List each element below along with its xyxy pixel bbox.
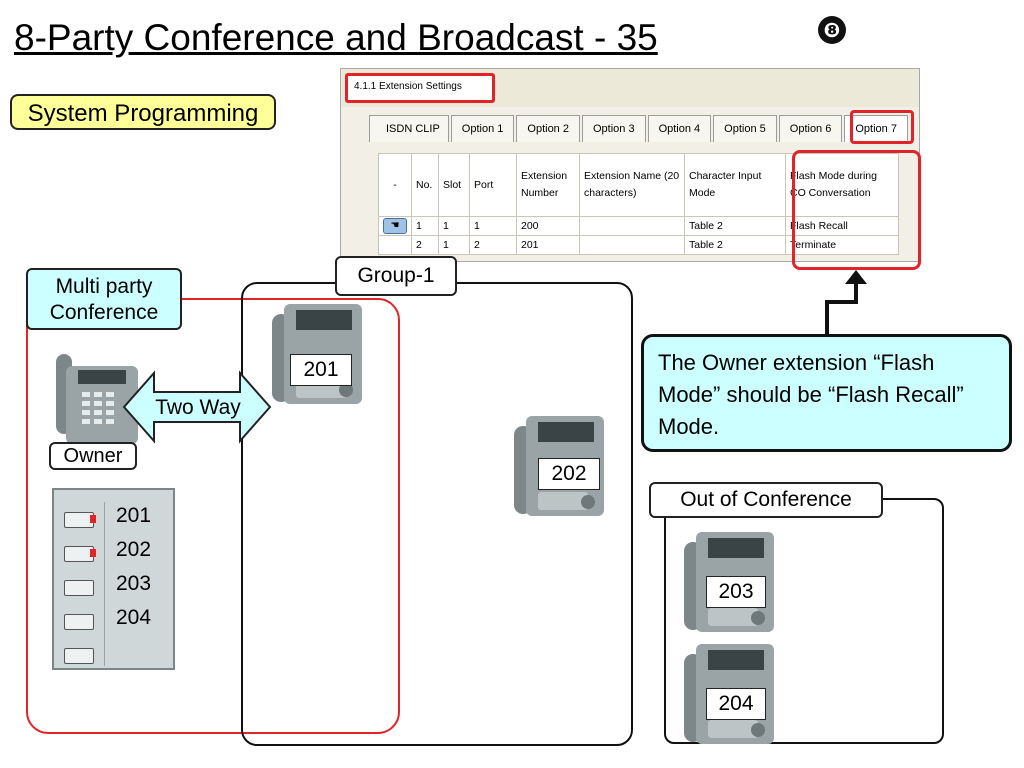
column-header-port[interactable]: Port bbox=[469, 153, 517, 217]
key-label-strip bbox=[104, 502, 171, 666]
key-button[interactable] bbox=[64, 580, 94, 596]
cell-port: 2 bbox=[469, 235, 517, 255]
tab-isdn-clip[interactable]: ISDN CLIP bbox=[369, 115, 449, 142]
key-button[interactable] bbox=[64, 648, 94, 664]
column-header-select[interactable]: - bbox=[378, 153, 412, 217]
key-led-red bbox=[90, 515, 96, 523]
table-header-row: - No. Slot Port Extension Number Extensi… bbox=[378, 153, 899, 217]
column-header-slot[interactable]: Slot bbox=[438, 153, 470, 217]
cell-no: 1 bbox=[411, 216, 439, 236]
row-select-cell[interactable] bbox=[378, 235, 412, 255]
multi-party-conference-label: Multi party Conference bbox=[26, 268, 182, 330]
phone-203-label: 203 bbox=[706, 576, 766, 608]
tab-option-4[interactable]: Option 4 bbox=[647, 115, 712, 142]
column-header-character-input-mode[interactable]: Character Input Mode bbox=[684, 153, 786, 217]
cell-extension-number[interactable]: 200 bbox=[516, 216, 580, 236]
two-way-label: Two Way bbox=[155, 396, 241, 419]
column-header-no[interactable]: No. bbox=[411, 153, 439, 217]
system-programming-label: System Programming bbox=[10, 94, 276, 130]
extension-settings-screenshot: 4.1.1 Extension Settings ISDN CLIP Optio… bbox=[340, 68, 920, 262]
key-label: 202 bbox=[116, 538, 152, 561]
cell-slot: 1 bbox=[438, 235, 470, 255]
owner-label: Owner bbox=[49, 442, 137, 470]
phone-201-label: 201 bbox=[290, 354, 352, 386]
phone-202-label: 202 bbox=[538, 458, 600, 490]
key-label: 204 bbox=[116, 606, 152, 629]
step-badge: ❽ bbox=[818, 16, 846, 44]
key-label: 201 bbox=[116, 504, 152, 527]
out-of-conference-label: Out of Conference bbox=[649, 482, 883, 518]
key-label: 203 bbox=[116, 572, 152, 595]
cell-flash-mode[interactable]: Flash Recall bbox=[785, 216, 899, 236]
flash-mode-callout: The Owner extension “Flash Mode” should … bbox=[641, 334, 1012, 452]
group-1-label: Group-1 bbox=[335, 256, 457, 296]
slide-title: 8-Party Conference and Broadcast - 35 bbox=[14, 17, 658, 58]
column-header-flash-mode[interactable]: Flash Mode during CO Conversation bbox=[785, 153, 899, 217]
cell-extension-name[interactable] bbox=[579, 235, 685, 255]
two-way-arrow-icon bbox=[122, 370, 272, 444]
cell-flash-mode[interactable]: Terminate bbox=[785, 235, 899, 255]
dss-key-panel: 201 202 203 204 bbox=[52, 488, 175, 670]
flash-mode-column-highlight bbox=[792, 150, 921, 270]
tab-option-6[interactable]: Option 6 bbox=[778, 115, 843, 142]
cell-port: 1 bbox=[469, 216, 517, 236]
extension-table: - No. Slot Port Extension Number Extensi… bbox=[378, 153, 899, 255]
pointer-arrow bbox=[825, 270, 867, 336]
cell-slot: 1 bbox=[438, 216, 470, 236]
tab-option-7[interactable]: Option 7 bbox=[844, 115, 908, 142]
phone-204-label: 204 bbox=[706, 688, 766, 720]
cell-extension-number[interactable]: 201 bbox=[516, 235, 580, 255]
row-select-cell[interactable]: ☚ bbox=[378, 216, 412, 236]
tab-option-1[interactable]: Option 1 bbox=[450, 115, 515, 142]
owner-phone-icon bbox=[56, 354, 138, 444]
cell-no: 2 bbox=[411, 235, 439, 255]
tab-option-3[interactable]: Option 3 bbox=[581, 115, 646, 142]
column-header-extension-name[interactable]: Extension Name (20 characters) bbox=[579, 153, 685, 217]
window-tab-extension-settings[interactable]: 4.1.1 Extension Settings bbox=[345, 73, 495, 103]
pointer-hand-icon: ☚ bbox=[383, 218, 407, 234]
active-tab-highlight bbox=[850, 110, 914, 144]
key-button[interactable] bbox=[64, 614, 94, 630]
table-row[interactable]: 2 1 2 201 Table 2 Terminate bbox=[378, 235, 899, 255]
cell-extension-name[interactable] bbox=[579, 216, 685, 236]
tab-option-5[interactable]: Option 5 bbox=[713, 115, 777, 142]
tab-option-2[interactable]: Option 2 bbox=[516, 115, 580, 142]
option-tabs: ISDN CLIP Option 1 Option 2 Option 3 Opt… bbox=[369, 115, 910, 143]
key-led-red bbox=[90, 549, 96, 557]
cell-character-input-mode[interactable]: Table 2 bbox=[684, 235, 786, 255]
phone-202-icon bbox=[514, 416, 604, 516]
table-row[interactable]: ☚ 1 1 1 200 Table 2 Flash Recall bbox=[378, 216, 899, 236]
cell-character-input-mode[interactable]: Table 2 bbox=[684, 216, 786, 236]
column-header-extension-number[interactable]: Extension Number bbox=[516, 153, 580, 217]
multi-party-conference-area bbox=[26, 298, 400, 734]
